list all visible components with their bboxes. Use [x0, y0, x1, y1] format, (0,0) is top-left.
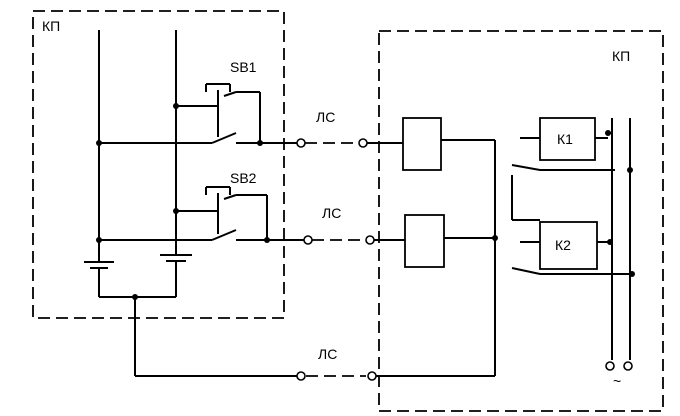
ac-supply-symbol: ~	[613, 373, 621, 389]
junction-dots	[96, 103, 635, 300]
left-panel-wiring	[84, 30, 301, 377]
sb2-label: SB2	[230, 170, 257, 186]
right-panel-label: КП	[612, 48, 630, 64]
left-control-panel-border	[32, 10, 285, 319]
right-panel-wiring	[367, 118, 632, 377]
sb2-push-button	[176, 186, 306, 241]
relay-k2-label: К2	[555, 237, 571, 253]
relay-k1-coil	[539, 117, 596, 161]
supply-terminals	[605, 361, 633, 371]
relay-k2-coil	[539, 221, 598, 270]
relay-k1-label: К1	[557, 131, 573, 147]
communication-lines	[305, 142, 366, 377]
line-1-label: ЛС	[316, 109, 335, 125]
line-3-label: ЛС	[318, 346, 337, 362]
receiver-1-box	[402, 117, 442, 171]
line-2-label: ЛС	[322, 205, 341, 221]
left-panel-label: КП	[42, 18, 60, 34]
sb1-label: SB1	[230, 59, 257, 75]
receiver-2-box	[404, 214, 445, 268]
right-control-panel-border	[378, 30, 664, 412]
sb1-push-button	[176, 83, 301, 144]
line-terminals	[296, 138, 377, 381]
